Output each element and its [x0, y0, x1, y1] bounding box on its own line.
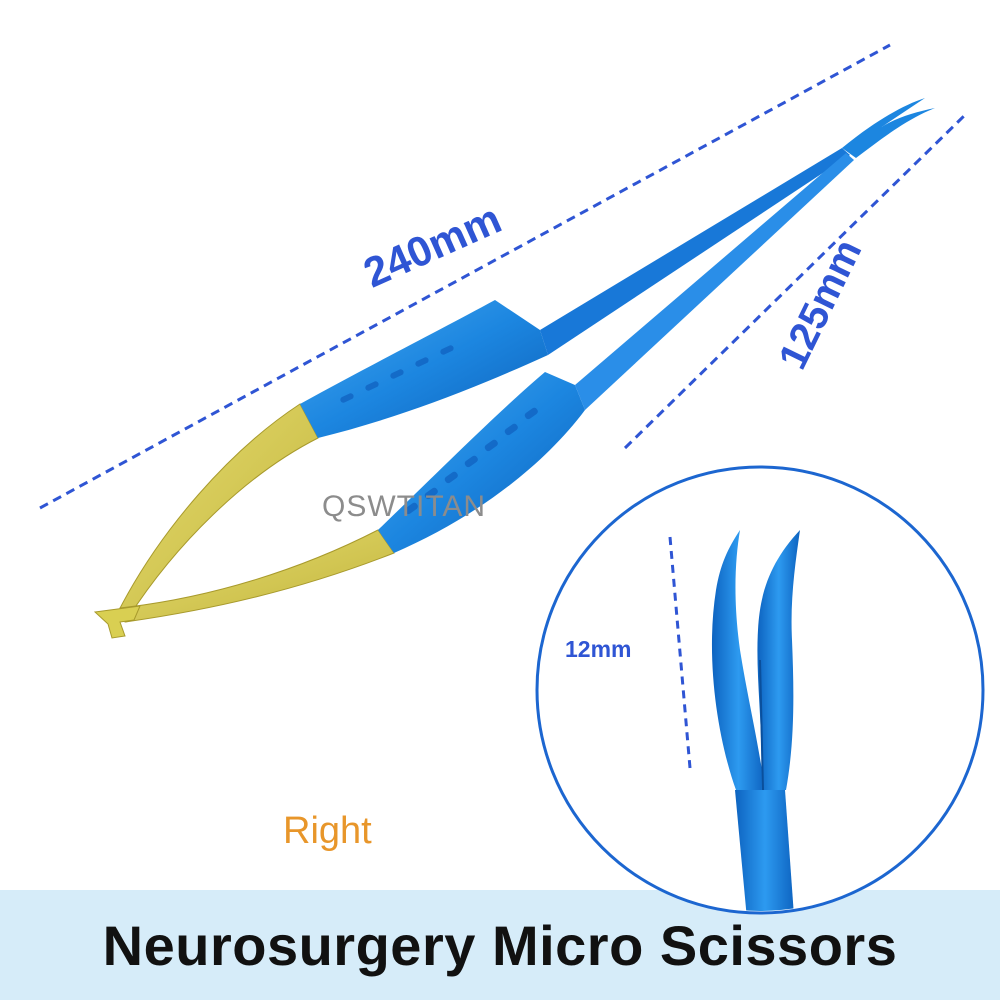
- scissors-instrument: [93, 98, 935, 639]
- banner-title: Neurosurgery Micro Scissors: [102, 913, 898, 977]
- scissor-tip: [842, 98, 935, 158]
- gold-handle-lower: [119, 529, 395, 623]
- inset-shaft: [735, 790, 795, 911]
- blue-grip-upper: [300, 300, 548, 438]
- dimension-line-blade: [623, 113, 967, 450]
- tip-detail-inset: [535, 465, 985, 915]
- title-banner: Neurosurgery Micro Scissors: [0, 890, 1000, 1000]
- brand-watermark: QSWTITAN: [322, 490, 487, 523]
- orientation-label: Right: [283, 810, 372, 852]
- tip-length-label: 12mm: [565, 636, 632, 662]
- shaft-lower: [575, 153, 854, 410]
- dimension-line-tip: [668, 536, 692, 769]
- banner-background: [0, 890, 1000, 1000]
- grip-texture: [340, 345, 538, 515]
- handle-latch: [93, 605, 141, 639]
- inset-blade-right: [757, 530, 800, 790]
- blue-grip-lower: [378, 372, 585, 553]
- inset-blade-left: [711, 530, 765, 790]
- dimension-line-total: [39, 43, 891, 510]
- shaft-upper: [540, 148, 850, 355]
